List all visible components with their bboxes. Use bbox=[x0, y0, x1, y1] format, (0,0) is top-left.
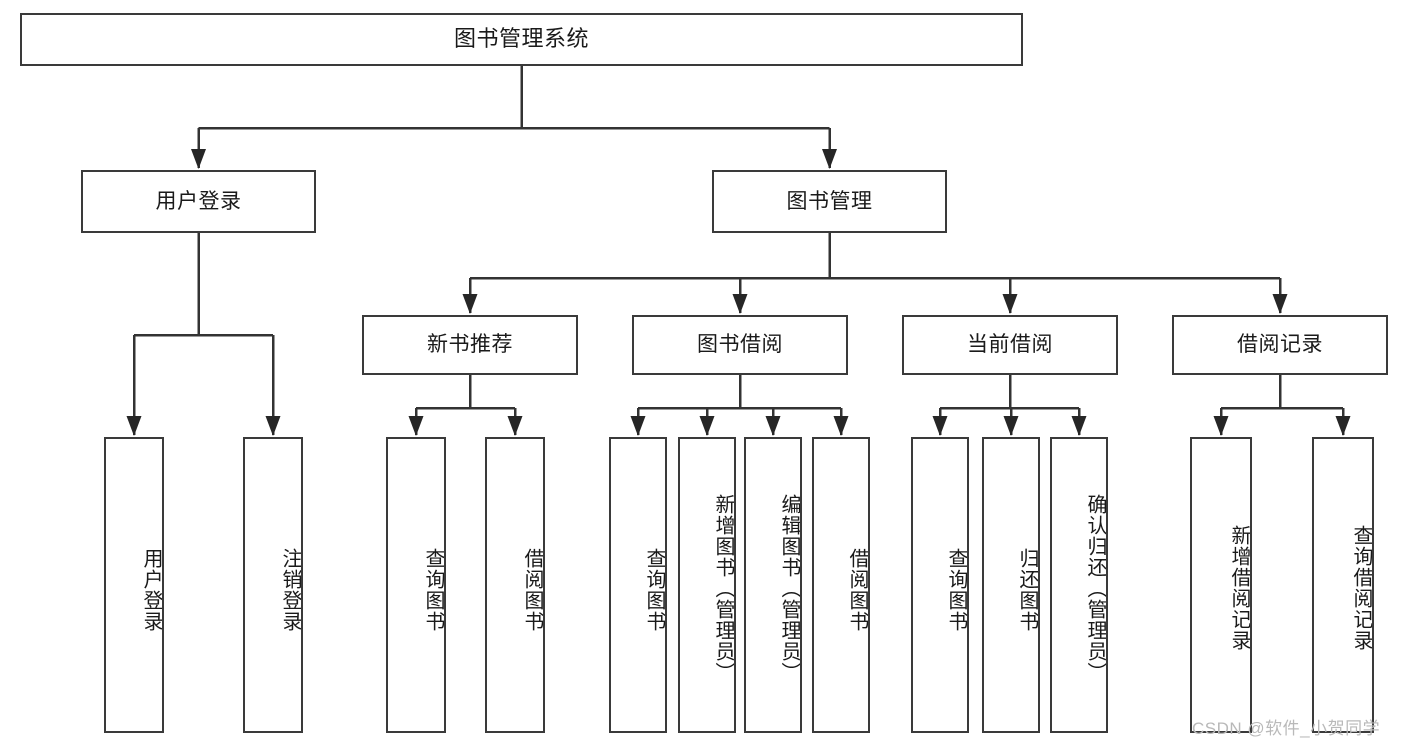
node-label: 新增图书（管理员） bbox=[712, 493, 734, 683]
node-label: 图书管理系统 bbox=[453, 26, 589, 52]
node-label: 新书推荐 bbox=[427, 333, 513, 357]
node-user-login: 用户登录 bbox=[81, 170, 316, 233]
node-leaf-return-book: 归还图书 bbox=[982, 437, 1040, 733]
node-leaf-query-record: 查询借阅记录 bbox=[1312, 437, 1374, 733]
node-book-borrow: 图书借阅 bbox=[632, 315, 848, 375]
csdn-watermark: CSDN @软件_小贺同学 bbox=[1192, 719, 1381, 738]
node-label: 用户登录 bbox=[140, 548, 162, 632]
node-leaf-confirm-return: 确认归还（管理员） bbox=[1050, 437, 1108, 733]
node-label: 借阅图书 bbox=[846, 548, 868, 632]
node-label: 编辑图书（管理员） bbox=[778, 493, 800, 683]
node-label: 新增借阅记录 bbox=[1228, 525, 1250, 651]
node-label: 当前借阅 bbox=[967, 333, 1053, 357]
node-leaf-query-book-3: 查询图书 bbox=[911, 437, 969, 733]
node-label: 查询图书 bbox=[422, 548, 444, 632]
node-leaf-add-record: 新增借阅记录 bbox=[1190, 437, 1252, 733]
node-leaf-query-book-1: 查询图书 bbox=[386, 437, 446, 733]
node-new-book-rec: 新书推荐 bbox=[362, 315, 578, 375]
node-leaf-user-login: 用户登录 bbox=[104, 437, 164, 733]
node-label: 归还图书 bbox=[1016, 548, 1038, 632]
node-leaf-add-book: 新增图书（管理员） bbox=[678, 437, 736, 733]
node-label: 确认归还（管理员） bbox=[1084, 493, 1106, 683]
node-leaf-query-book-2: 查询图书 bbox=[609, 437, 667, 733]
node-root: 图书管理系统 bbox=[20, 13, 1023, 66]
node-label: 借阅图书 bbox=[521, 548, 543, 632]
node-label: 查询图书 bbox=[643, 548, 665, 632]
node-label: 借阅记录 bbox=[1237, 333, 1323, 357]
node-book-mgmt: 图书管理 bbox=[712, 170, 947, 233]
node-borrow-record: 借阅记录 bbox=[1172, 315, 1388, 375]
node-leaf-borrow-book-2: 借阅图书 bbox=[812, 437, 870, 733]
node-leaf-edit-book: 编辑图书（管理员） bbox=[744, 437, 802, 733]
node-label: 查询图书 bbox=[945, 548, 967, 632]
node-label: 注销登录 bbox=[279, 548, 301, 632]
node-current-borrow: 当前借阅 bbox=[902, 315, 1118, 375]
node-label: 用户登录 bbox=[155, 189, 242, 213]
node-label: 查询借阅记录 bbox=[1350, 525, 1372, 651]
node-label: 图书借阅 bbox=[697, 333, 783, 357]
node-leaf-borrow-book-1: 借阅图书 bbox=[485, 437, 545, 733]
node-label: 图书管理 bbox=[786, 189, 873, 213]
node-leaf-logout: 注销登录 bbox=[243, 437, 303, 733]
